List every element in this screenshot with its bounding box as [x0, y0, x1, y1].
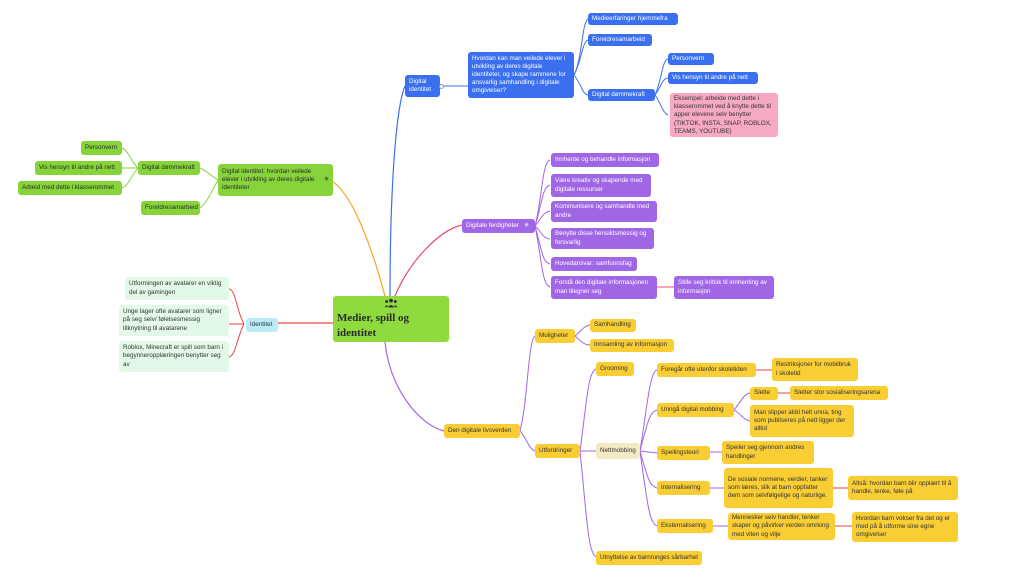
central-topic-title: Medier, spill og identitet [337, 312, 410, 339]
topic-barn-vokser[interactable]: Hvordan barn vokser fra det og er med på… [852, 512, 958, 542]
identitet-item[interactable]: Unge lager ofte avatarer som ligner på s… [119, 305, 229, 336]
collapse-toggle[interactable] [439, 84, 444, 89]
topic-internalisering-text[interactable]: De sosiale normene, verdier, tanker som … [724, 468, 833, 508]
topic-medieerfaringer[interactable]: Medieerfaringer hjemmefra [588, 13, 678, 25]
people-group-icon [384, 298, 398, 308]
topic-arbeid-klasserommet[interactable]: Arbeid med dette i klasserommet [18, 181, 122, 195]
topic-unnga-mobbing[interactable]: Unngå digital mobbing [657, 403, 734, 417]
topic-personvern-green[interactable]: Personvern [81, 141, 122, 155]
topic-utfordringer[interactable]: Utfordringer [535, 444, 580, 458]
topic-grooming[interactable]: Grooming [596, 362, 634, 376]
topic-personvern-blue[interactable]: Personvern [668, 53, 714, 65]
topic-digital-identitet-veilede[interactable]: Digital identitet: hvordan veilede eleve… [218, 164, 333, 196]
topic-digital-dommekraft-green[interactable]: Digital dømmekraft [138, 161, 200, 175]
topic-samhandling[interactable]: Samhandling [590, 319, 636, 332]
topic-eksempel[interactable]: Eksempel: arbeide med dette i klasseromm… [670, 93, 778, 137]
ferdighet-item[interactable]: Innhente og behandle informasjon [551, 153, 659, 167]
topic-speilingsteori[interactable]: Speilingsteori [657, 446, 710, 460]
topic-digital-identitet[interactable]: Digital identitet [405, 75, 440, 97]
topic-utnyttelse[interactable]: Utnyttelse av barn/unges sårbarhet [596, 551, 702, 565]
topic-digitale-ferdigheter[interactable]: Digitale ferdigheter ✳ [462, 219, 535, 233]
topic-vis-hensyn-green[interactable]: Vis hensyn til andre på nett [35, 161, 122, 175]
topic-stille-seg-kritisk[interactable]: Stille seg kritisk til innhenting av inf… [674, 276, 774, 299]
asterisk-icon: ✳ [323, 175, 329, 183]
topic-muligheter[interactable]: Muligheter [535, 329, 575, 343]
topic-eksternalisering-text[interactable]: Mennesker selv handler, tenker skaper og… [728, 513, 835, 540]
topic-vis-hensyn-blue[interactable]: Vis hensyn til andre på nett [668, 72, 758, 84]
topic-sletter-arena[interactable]: Sletter stor sosialiseringsarena [790, 386, 888, 400]
topic-foregar-utenfor[interactable]: Foregår ofte utenfor skoletiden [657, 363, 756, 377]
topic-veilede-question[interactable]: Hvordan kan man veilede elever i utvikli… [468, 52, 574, 98]
topic-digital-dommekraft-blue[interactable]: Digital dømmekraft [588, 89, 655, 101]
ferdighet-item[interactable]: Forstå den digitale informasjonen man ti… [551, 276, 657, 299]
topic-eksternalisering[interactable]: Eksternalisering [657, 519, 713, 533]
ferdighet-item[interactable]: Hovedansvar: samfunnsfag [551, 257, 637, 271]
asterisk-icon: ✳ [523, 221, 530, 229]
topic-foreldresamarbeid-blue[interactable]: Foreldresamarbeid [588, 34, 652, 46]
identitet-item[interactable]: Utformingen av avatarer en viktig del av… [125, 277, 229, 300]
topic-altsa[interactable]: Altså: hvordan barn blir opplært til å h… [848, 476, 958, 500]
topic-slette[interactable]: Slette [750, 387, 778, 400]
topic-restriksjoner[interactable]: Restriksjoner for mobilbruk i skoletid [772, 358, 858, 381]
topic-speiler-seg[interactable]: Speiler seg gjennom andres handlinger [722, 441, 814, 464]
topic-den-digitale-livsverden[interactable]: Den digitale livsverden [444, 424, 520, 438]
topic-foreldresamarbeid-green[interactable]: Foreldresamarbeid [141, 201, 200, 215]
topic-man-slipper[interactable]: Man slipper aldri helt unna, ting som pu… [750, 405, 854, 437]
ferdighet-item[interactable]: Benytte disse hensiktsmessig og forsvarl… [551, 228, 654, 249]
topic-internalisering[interactable]: Internalisering [657, 481, 710, 495]
topic-nettmobbing[interactable]: Nettmobbing [596, 443, 640, 459]
identitet-item[interactable]: Roblox, Minecraft er spill som barn i be… [119, 341, 229, 372]
ferdighet-item[interactable]: Være kreativ og skapende med digitale re… [551, 174, 651, 197]
topic-innsamling[interactable]: Innsamling av informasjon [590, 339, 674, 352]
ferdighet-item[interactable]: Kommunisere og samhandle med andre [551, 201, 657, 222]
topic-identitet[interactable]: Identitet [246, 318, 278, 332]
central-topic[interactable]: Medier, spill og identitet [333, 296, 449, 342]
